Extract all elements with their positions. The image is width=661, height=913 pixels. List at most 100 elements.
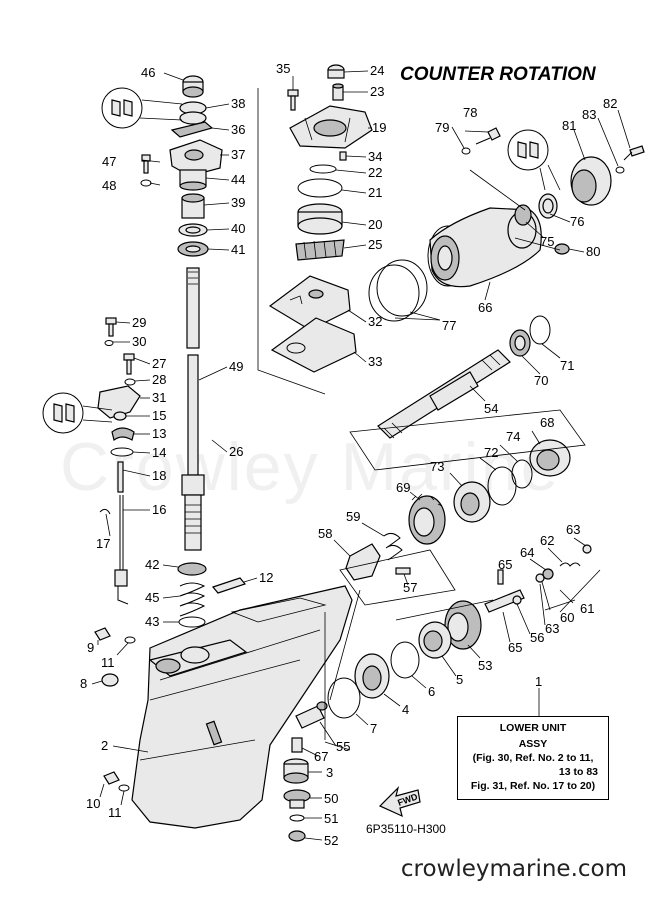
footer-url[interactable]: crowleymarine.com bbox=[0, 856, 661, 882]
callout-44: 44 bbox=[231, 172, 245, 187]
drawing-code: 6P35110-H300 bbox=[366, 822, 446, 836]
callout-8: 8 bbox=[80, 676, 87, 691]
callout-3: 3 bbox=[326, 765, 333, 780]
callout-48: 48 bbox=[102, 178, 116, 193]
callout-37: 37 bbox=[231, 147, 245, 162]
callout-25: 25 bbox=[368, 237, 382, 252]
callout-80: 80 bbox=[586, 244, 600, 259]
drive-shaft-assembly bbox=[169, 75, 247, 628]
callout-1: 1 bbox=[535, 674, 542, 689]
callout-39: 39 bbox=[231, 195, 245, 210]
callout-19: 19 bbox=[372, 120, 386, 135]
footer-url-text: crowleymarine.com bbox=[400, 856, 627, 882]
callout-32: 32 bbox=[368, 314, 382, 329]
callout-7: 7 bbox=[370, 721, 377, 736]
assembly-line-1: LOWER UNIT bbox=[499, 722, 567, 734]
callout-17: 17 bbox=[96, 536, 110, 551]
callout-33: 33 bbox=[368, 354, 382, 369]
callout-41: 41 bbox=[231, 242, 245, 257]
callout-42: 42 bbox=[145, 557, 159, 572]
callout-83: 83 bbox=[582, 107, 596, 122]
callout-11-lower: 11 bbox=[108, 805, 122, 820]
callout-15: 15 bbox=[152, 408, 166, 423]
callout-5: 5 bbox=[456, 672, 463, 687]
assembly-line-4: 13 to 83 bbox=[558, 766, 598, 778]
propshaft-housing-assembly bbox=[368, 127, 645, 322]
callout-66: 66 bbox=[478, 300, 492, 315]
callout-24: 24 bbox=[370, 63, 384, 78]
callout-21: 21 bbox=[368, 185, 382, 200]
callout-23: 23 bbox=[370, 84, 384, 99]
callout-50: 50 bbox=[324, 791, 338, 806]
callout-75: 75 bbox=[540, 234, 554, 249]
callout-18: 18 bbox=[152, 468, 166, 483]
callout-35: 35 bbox=[276, 61, 290, 76]
callout-4: 4 bbox=[402, 702, 409, 717]
propeller-shaft-assembly bbox=[327, 315, 601, 719]
callout-52: 52 bbox=[324, 833, 338, 848]
callout-14: 14 bbox=[152, 445, 166, 460]
callout-11-upper: 11 bbox=[101, 655, 115, 670]
leader-lines bbox=[91, 70, 631, 841]
callout-60: 60 bbox=[560, 610, 574, 625]
callout-12: 12 bbox=[259, 570, 273, 585]
callout-78: 78 bbox=[463, 105, 477, 120]
callout-20: 20 bbox=[368, 217, 382, 232]
callout-55: 55 bbox=[336, 739, 350, 754]
left-fasteners bbox=[94, 154, 152, 792]
callout-63-lower: 63 bbox=[545, 621, 559, 636]
callout-64: 64 bbox=[520, 545, 534, 560]
callout-76: 76 bbox=[570, 214, 584, 229]
callout-30: 30 bbox=[132, 334, 146, 349]
pinion-assembly bbox=[283, 612, 351, 842]
callout-labels: 46 38 36 37 47 48 44 39 40 41 35 24 23 1… bbox=[80, 61, 617, 848]
callout-9: 9 bbox=[87, 640, 94, 655]
callout-46: 46 bbox=[141, 65, 155, 80]
callout-77: 77 bbox=[442, 318, 456, 333]
fwd-arrow: FWD bbox=[378, 786, 421, 818]
assembly-line-2: ASSY bbox=[518, 738, 548, 750]
callout-16: 16 bbox=[152, 502, 166, 517]
diagram-title: COUNTER ROTATION bbox=[400, 64, 597, 85]
callout-34: 34 bbox=[368, 149, 382, 164]
callout-45: 45 bbox=[145, 590, 159, 605]
callout-61: 61 bbox=[580, 601, 594, 616]
assembly-info-box: LOWER UNIT ASSY (Fig. 30, Ref. No. 2 to … bbox=[457, 716, 609, 800]
callout-67: 67 bbox=[314, 749, 328, 764]
callout-29: 29 bbox=[132, 315, 146, 330]
callout-72: 72 bbox=[484, 445, 498, 460]
callout-70: 70 bbox=[534, 373, 548, 388]
callout-63-upper: 63 bbox=[566, 522, 580, 537]
callout-2: 2 bbox=[101, 738, 108, 753]
callout-22: 22 bbox=[368, 165, 382, 180]
callout-73: 73 bbox=[430, 459, 444, 474]
callout-40: 40 bbox=[231, 221, 245, 236]
callout-27: 27 bbox=[152, 356, 166, 371]
callout-65-upper: 65 bbox=[498, 557, 512, 572]
callout-59: 59 bbox=[346, 509, 360, 524]
callout-82: 82 bbox=[603, 96, 617, 111]
callout-26: 26 bbox=[229, 444, 243, 459]
callout-79: 79 bbox=[435, 120, 449, 135]
callout-10: 10 bbox=[86, 796, 100, 811]
callout-13: 13 bbox=[152, 426, 166, 441]
callout-74: 74 bbox=[506, 429, 520, 444]
callout-43: 43 bbox=[145, 614, 159, 629]
callout-51: 51 bbox=[324, 811, 338, 826]
callout-62: 62 bbox=[540, 533, 554, 548]
callout-56: 56 bbox=[530, 630, 544, 645]
callout-58: 58 bbox=[318, 526, 332, 541]
callout-53: 53 bbox=[478, 658, 492, 673]
callout-31: 31 bbox=[152, 390, 166, 405]
callout-81: 81 bbox=[562, 118, 576, 133]
callout-68: 68 bbox=[540, 415, 554, 430]
callout-28: 28 bbox=[152, 372, 166, 387]
callout-47: 47 bbox=[102, 154, 116, 169]
assembly-line-5: Fig. 31, Ref. No. 17 to 20) bbox=[470, 780, 596, 792]
detail-bubbles bbox=[42, 87, 561, 434]
callout-49: 49 bbox=[229, 359, 243, 374]
callout-57: 57 bbox=[403, 580, 417, 595]
callout-69: 69 bbox=[396, 480, 410, 495]
callout-54: 54 bbox=[484, 401, 498, 416]
